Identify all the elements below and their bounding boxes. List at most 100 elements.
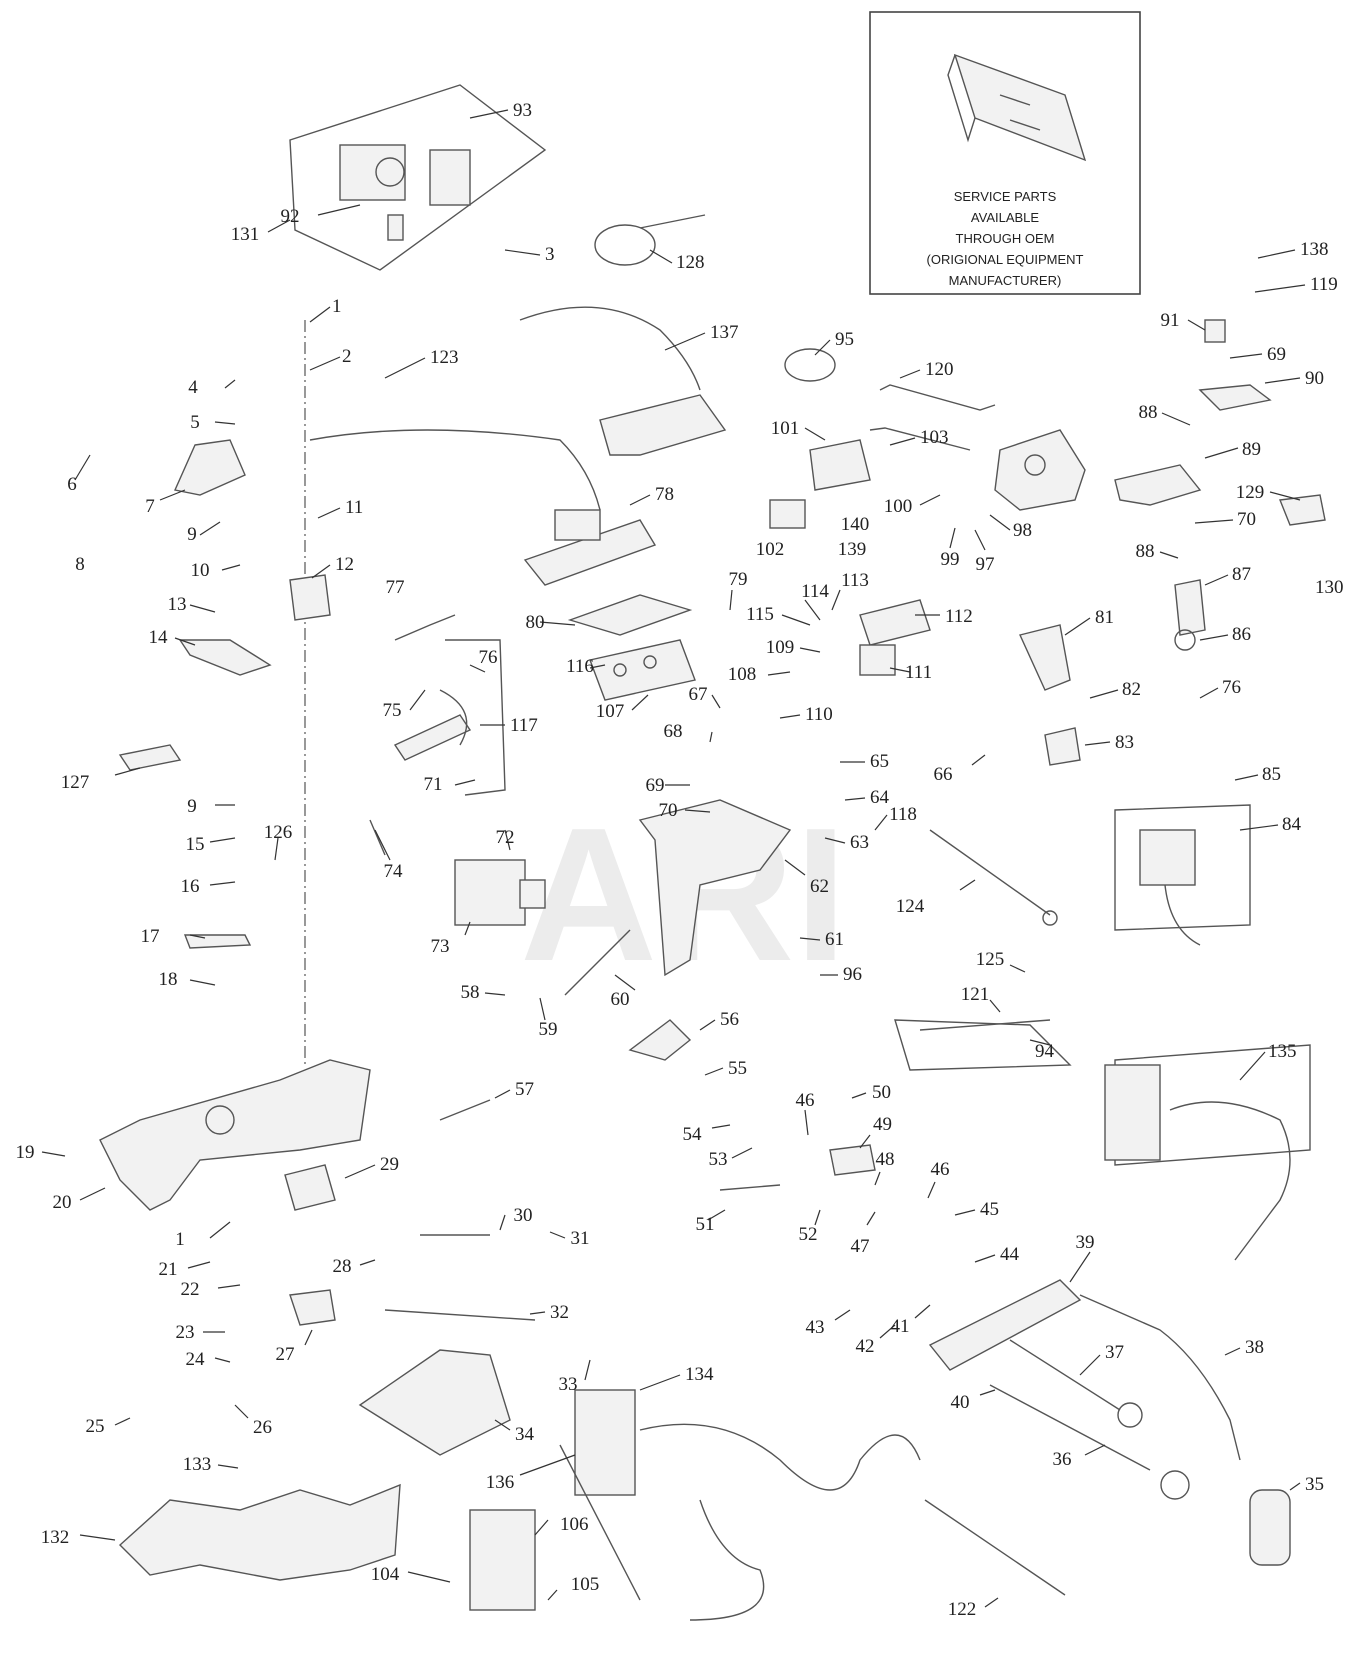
label-84: 84 (1282, 814, 1302, 835)
label-115: 115 (746, 604, 774, 625)
label-97: 97 (976, 554, 995, 575)
label-38: 38 (1245, 1337, 1264, 1358)
label-123: 123 (430, 347, 459, 368)
label-85: 85 (1262, 764, 1281, 785)
label-31: 31 (571, 1228, 590, 1249)
label-2: 2 (342, 346, 352, 367)
service-note-line-2: AVAILABLE (971, 210, 1039, 225)
label-89: 89 (1242, 439, 1261, 460)
service-parts-inset: SERVICE PARTS AVAILABLE THROUGH OEM (ORI… (869, 11, 1141, 295)
label-22: 22 (181, 1279, 200, 1300)
service-note-line-4: (ORIGIONAL EQUIPMENT (927, 252, 1084, 267)
label-92: 92 (281, 206, 300, 227)
lever-group-117 (445, 639, 506, 796)
label-40: 40 (951, 1392, 970, 1413)
lever-17 (183, 934, 252, 949)
label-82: 82 (1122, 679, 1141, 700)
label-11: 11 (345, 497, 363, 518)
label-57: 57 (515, 1079, 534, 1100)
bracket-27 (289, 1289, 336, 1326)
label-44: 44 (1000, 1244, 1020, 1265)
label-43: 43 (806, 1317, 825, 1338)
label-1b: 1 (175, 1229, 185, 1250)
label-4: 4 (188, 377, 198, 398)
label-69b: 69 (646, 775, 665, 796)
solenoid-102 (769, 499, 806, 529)
label-72: 72 (496, 827, 515, 848)
label-1a: 1 (332, 296, 342, 317)
label-19: 19 (16, 1142, 35, 1163)
spring-77 (394, 614, 456, 641)
label-12: 12 (335, 554, 354, 575)
plate-116 (589, 639, 696, 701)
label-121: 121 (961, 984, 990, 1005)
label-53: 53 (709, 1149, 728, 1170)
kit-93-outline (289, 84, 547, 271)
bracket-12 (289, 574, 331, 621)
plate-39 (928, 1279, 1082, 1371)
label-96: 96 (843, 964, 862, 985)
label-68: 68 (664, 721, 683, 742)
label-47: 47 (851, 1236, 870, 1257)
label-15: 15 (186, 834, 205, 855)
label-46a: 46 (796, 1090, 815, 1111)
label-27: 27 (276, 1344, 295, 1365)
plate-132 (118, 1483, 401, 1581)
bracket-81 (1019, 624, 1071, 691)
label-108: 108 (728, 664, 757, 685)
bracket-83 (1044, 727, 1081, 766)
label-64: 64 (870, 787, 890, 808)
switch-assy (429, 149, 471, 206)
lever-89 (1114, 464, 1202, 506)
service-note-line-5: MANUFACTURER) (949, 273, 1062, 288)
label-133: 133 (183, 1454, 212, 1475)
label-107: 107 (596, 701, 625, 722)
label-51: 51 (696, 1214, 715, 1235)
label-21: 21 (159, 1259, 178, 1280)
label-75: 75 (383, 700, 402, 721)
label-67: 67 (689, 684, 708, 705)
label-14: 14 (149, 627, 169, 648)
label-5: 5 (190, 412, 200, 433)
label-37: 37 (1105, 1342, 1124, 1363)
label-124: 124 (896, 896, 925, 917)
label-106: 106 (560, 1514, 589, 1535)
label-60: 60 (611, 989, 630, 1010)
label-87: 87 (1232, 564, 1251, 585)
inset-frame (869, 11, 1141, 295)
label-129: 129 (1236, 482, 1265, 503)
label-55: 55 (728, 1058, 747, 1079)
label-76a: 76 (1222, 677, 1241, 698)
label-9a: 9 (187, 524, 197, 545)
label-70a: 70 (1237, 509, 1256, 530)
label-135: 135 (1268, 1041, 1297, 1062)
plate-20 (99, 1059, 371, 1211)
label-36: 36 (1053, 1449, 1072, 1470)
group-94-frame (894, 1019, 1072, 1071)
label-73: 73 (431, 936, 450, 957)
label-139: 139 (838, 539, 867, 560)
rod-124 (929, 829, 1051, 916)
label-120: 120 (925, 359, 954, 380)
spring-74 (369, 819, 386, 856)
plate-34 (358, 1349, 511, 1456)
label-131: 131 (231, 224, 260, 245)
label-24: 24 (186, 1349, 206, 1370)
label-54: 54 (683, 1124, 703, 1145)
label-78: 78 (655, 484, 674, 505)
label-117: 117 (510, 715, 538, 736)
label-126: 126 (264, 822, 293, 843)
label-132: 132 (41, 1527, 70, 1548)
module-84 (1139, 829, 1196, 886)
label-13: 13 (168, 594, 187, 615)
part-labels: 93 92 131 3 128 138 119 91 69 90 88 89 1… (16, 100, 1344, 1620)
label-62: 62 (810, 876, 829, 897)
label-7: 7 (145, 496, 155, 517)
cable-122 (924, 1499, 1066, 1596)
label-58: 58 (461, 982, 480, 1003)
lever-14 (178, 639, 272, 676)
label-88b: 88 (1136, 541, 1155, 562)
lever-127 (118, 744, 182, 771)
label-35: 35 (1305, 1474, 1324, 1495)
label-81: 81 (1095, 607, 1114, 628)
